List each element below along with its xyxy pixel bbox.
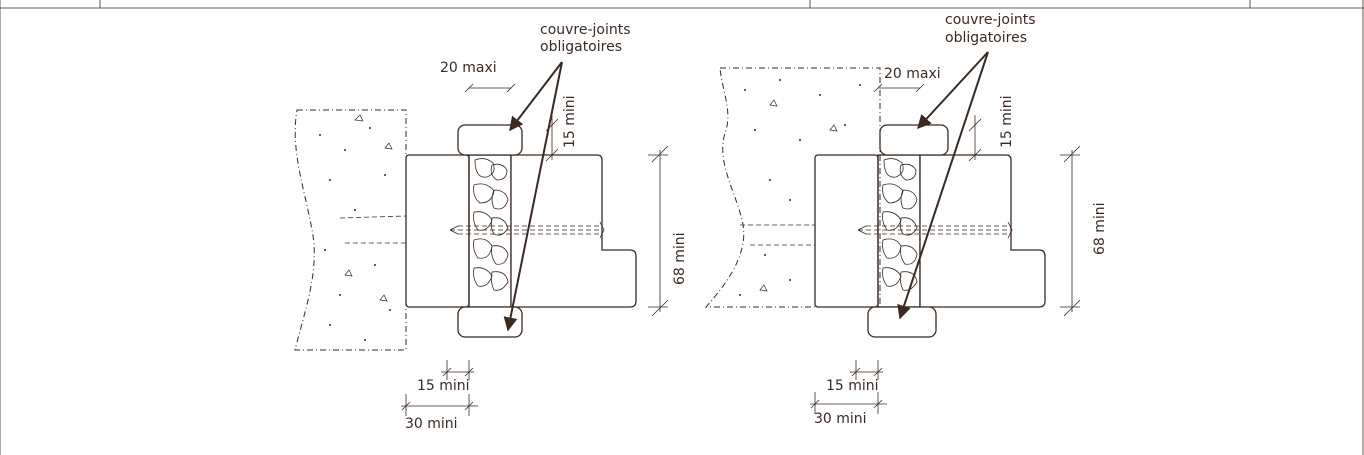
dim-overlap-bottom: 15 mini bbox=[826, 378, 879, 394]
joint-cover-top bbox=[457, 124, 523, 156]
dim-cover-overlap: 15 mini bbox=[999, 95, 1015, 148]
aggregate-speckle bbox=[739, 79, 861, 296]
left-detail: couvre-joints obligatoires 20 maxi 15 mi… bbox=[294, 22, 688, 432]
frame-leaf-right bbox=[919, 154, 1046, 308]
joint-cover-top bbox=[879, 124, 949, 156]
dim-gap-width: 20 maxi bbox=[440, 60, 497, 76]
aggregate-speckle bbox=[319, 114, 393, 341]
frame-jamb-left bbox=[405, 154, 470, 308]
callout-line-2: obligatoires bbox=[540, 39, 622, 55]
dim-overlap-bottom: 15 mini bbox=[417, 378, 470, 394]
filler-stones bbox=[882, 158, 918, 291]
dim-frame-depth: 68 mini bbox=[1092, 202, 1108, 255]
filler-stones bbox=[473, 158, 509, 291]
masonry-wall bbox=[294, 109, 407, 351]
fixing-screw bbox=[450, 225, 600, 235]
dim-cover-width: 30 mini bbox=[814, 411, 867, 427]
frame-jamb-left bbox=[814, 154, 879, 308]
fixing-screw bbox=[858, 225, 1008, 235]
dim-cover-width: 30 mini bbox=[405, 416, 458, 432]
callout-line-1: couvre-joints bbox=[945, 12, 1036, 28]
right-detail: couvre-joints obligatoires 20 maxi 15 mi… bbox=[704, 12, 1108, 427]
callout-line-1: couvre-joints bbox=[540, 22, 631, 38]
dim-frame-depth: 68 mini bbox=[672, 232, 688, 285]
frame-leaf-right bbox=[510, 154, 637, 308]
dim-gap-width: 20 maxi bbox=[884, 66, 941, 82]
dim-cover-overlap: 15 mini bbox=[562, 95, 578, 148]
callout-line-2: obligatoires bbox=[945, 30, 1027, 46]
